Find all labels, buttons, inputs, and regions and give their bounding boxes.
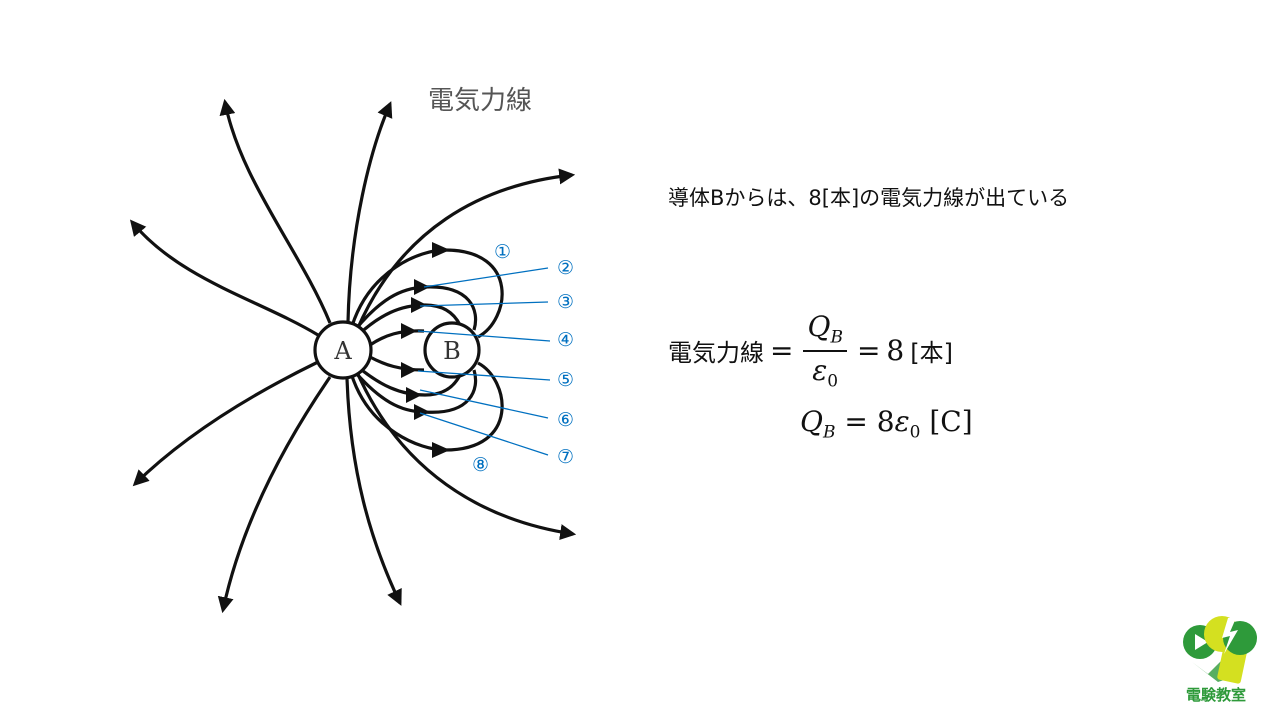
arrowhead <box>406 387 422 403</box>
epsilon-subscript: 0 <box>827 371 839 392</box>
equals-sign: = <box>770 334 794 368</box>
arrowhead <box>432 242 450 258</box>
line-label-3: ③ <box>557 291 574 313</box>
formula-unit: [本] <box>910 339 953 368</box>
arrowheads <box>401 242 450 458</box>
q-subscript: B <box>822 422 836 443</box>
field-line <box>132 360 319 487</box>
fraction-numerator: QB <box>803 310 847 352</box>
fraction-denominator: ε0 <box>812 352 838 392</box>
charge-a <box>313 320 373 380</box>
arrowhead <box>414 404 430 420</box>
line-label-2: ② <box>557 257 574 279</box>
charge-b-label: B <box>443 337 461 365</box>
arrowhead <box>401 362 417 378</box>
field-line <box>219 98 332 324</box>
denken-kyoshitsu-logo <box>1183 616 1257 684</box>
charge-a-label: A <box>333 337 352 365</box>
logo-text: 電験教室 <box>1186 686 1247 704</box>
field-line <box>129 219 319 337</box>
statement-text: 導体Bからは、8[本]の電気力線が出ている <box>668 186 1070 210</box>
leader-lines <box>417 267 551 456</box>
q-subscript: B <box>830 327 843 348</box>
field-line-4 <box>369 329 425 347</box>
line-label-5: ⑤ <box>557 369 574 391</box>
line-label-7: ⑦ <box>557 446 574 468</box>
line-label-1: ① <box>494 241 511 263</box>
equals-sign: = <box>856 334 881 368</box>
arrowhead <box>411 297 427 313</box>
formula-value: 8 <box>886 334 905 368</box>
field-line <box>345 377 402 606</box>
field-line-5 <box>369 355 425 372</box>
formula-lines: 電気力線 = QB ε0 = 8 [本] <box>668 310 953 391</box>
line-label-8: ⑧ <box>472 454 489 476</box>
arrowhead <box>432 442 450 458</box>
epsilon-subscript: 0 <box>909 422 921 443</box>
field-line <box>355 371 577 540</box>
fraction: QB ε0 <box>803 310 847 392</box>
epsilon-symbol: ε <box>894 405 910 438</box>
field-line <box>346 101 393 323</box>
field-line <box>217 376 332 614</box>
equals-sign: = <box>844 405 868 438</box>
formula-unit: [C] <box>929 405 973 438</box>
epsilon-symbol: ε <box>812 353 828 387</box>
arrowhead <box>414 279 430 295</box>
coefficient: 8 <box>876 405 895 438</box>
charge-b <box>423 321 481 379</box>
diagram-title: 電気力線 <box>428 86 533 116</box>
field-line <box>355 168 576 331</box>
charge-formula: QB = 8ε0 [C] <box>800 405 973 443</box>
line-label-6: ⑥ <box>557 409 574 431</box>
arrowhead <box>401 323 417 339</box>
formula-lhs: 電気力線 <box>668 339 764 368</box>
line-label-4: ④ <box>557 329 574 351</box>
q-symbol: Q <box>800 405 823 438</box>
q-symbol: Q <box>807 310 831 343</box>
outer-field-lines <box>129 98 577 614</box>
field-line-6 <box>356 365 462 397</box>
